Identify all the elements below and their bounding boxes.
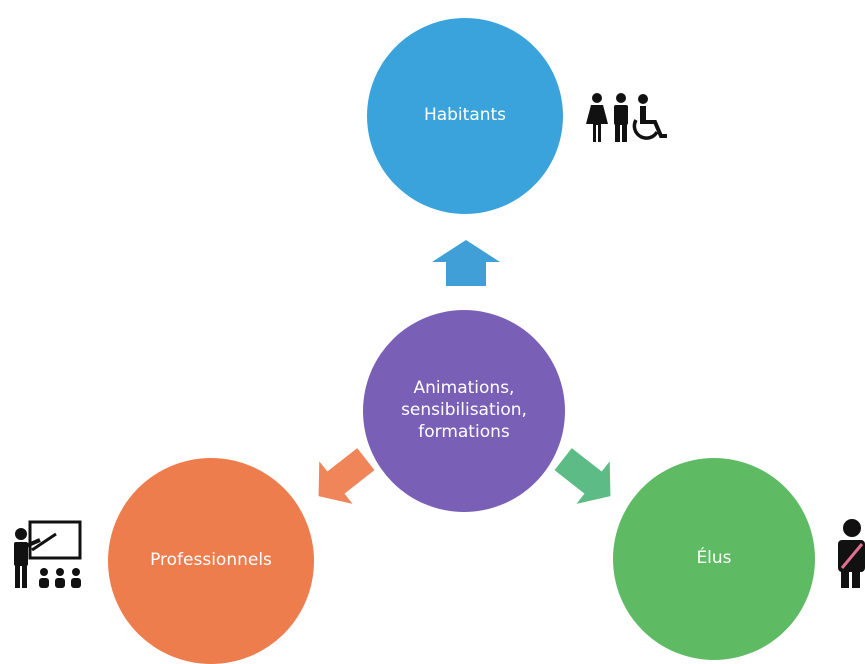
- diagram: Habitants Animations, sensibilisation, f…: [14, 18, 865, 664]
- node-habitants: Habitants: [367, 18, 563, 214]
- node-professionnels: Professionnels: [108, 458, 314, 664]
- arrow-left: [318, 448, 375, 504]
- node-habitants-label: Habitants: [423, 105, 507, 126]
- people-accessibility-icon: [586, 93, 667, 142]
- node-elus: Élus: [613, 458, 815, 660]
- elected-official-sash-icon: [838, 519, 865, 588]
- node-elus-label: Élus: [696, 548, 732, 569]
- node-professionnels-label: Professionnels: [150, 550, 272, 571]
- arrow-up: [432, 240, 500, 286]
- arrow-right: [554, 448, 611, 504]
- center-node-label: Animations, sensibilisation, formations: [401, 378, 527, 442]
- teacher-classroom-icon: [14, 520, 82, 588]
- center-node: Animations, sensibilisation, formations: [363, 310, 565, 512]
